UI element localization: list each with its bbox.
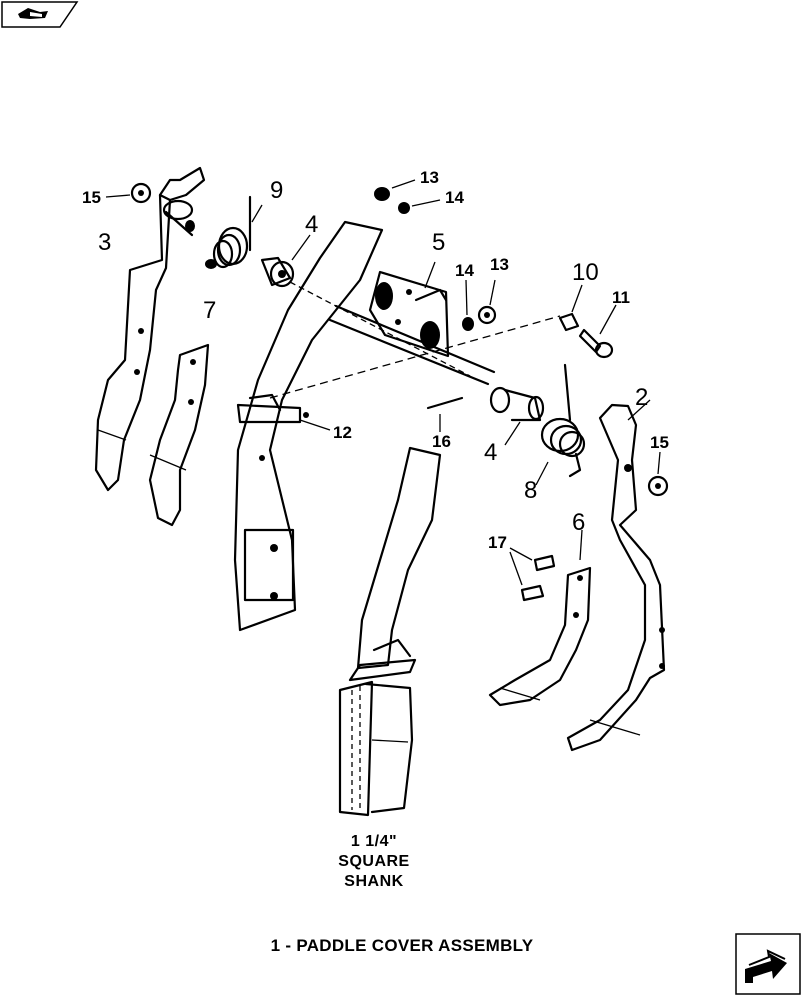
diagram-caption: 1 - PADDLE COVER ASSEMBLY: [270, 936, 534, 955]
callout-8: 8: [524, 477, 537, 504]
callout-4-right: 4: [484, 439, 497, 466]
shank-label-shank: SHANK: [344, 873, 403, 890]
callout-15-left: 15: [82, 188, 101, 207]
part-4-bushing-left: [260, 234, 311, 288]
callout-9: 9: [270, 177, 283, 204]
callout-3: 3: [98, 229, 111, 256]
part-6-paddle: [488, 529, 592, 707]
callout-14-top: 14: [445, 188, 464, 207]
part-14-washer-top: [398, 199, 441, 214]
part-8-spring: [535, 363, 586, 486]
part-16-pin: [426, 396, 464, 432]
part-2-paddle: [566, 399, 666, 752]
back-tab[interactable]: [0, 0, 80, 35]
callout-10: 10: [572, 259, 599, 286]
callout-11: 11: [612, 288, 630, 307]
part-15-washer-right: [647, 451, 669, 497]
part-3-paddle: [94, 166, 206, 492]
part-15-washer-left: [105, 182, 152, 204]
callout-7: 7: [203, 297, 216, 324]
callout-12: 12: [333, 423, 352, 442]
callout-16: 16: [432, 432, 451, 451]
part-9-spring: [205, 195, 263, 269]
callout-17: 17: [488, 533, 507, 552]
shank-label-size: 1 1/4": [351, 833, 397, 850]
parts-diagram: 15 3 7 9 4 13 14 5 14 13 10 11 12 16 4 8…: [82, 166, 669, 890]
callout-6: 6: [572, 509, 585, 536]
callout-14-mid: 14: [455, 261, 474, 280]
part-17-bolts: [509, 547, 556, 602]
part-4-bushing-right: [489, 386, 545, 446]
part-13-nut-top: [374, 179, 416, 201]
part-5-bracket: [368, 261, 450, 358]
next-page-button[interactable]: [735, 933, 801, 1000]
square-shank: [338, 446, 442, 817]
callout-13-mid: 13: [490, 255, 509, 274]
part-7-paddle: [148, 343, 210, 527]
shank-bracket: [233, 220, 384, 632]
shank-label-square: SQUARE: [338, 853, 409, 870]
part-13-nut-mid: [477, 279, 497, 325]
callout-15-right: 15: [650, 433, 669, 452]
back-arrow-icon: [1, 1, 79, 28]
callout-4-left: 4: [305, 211, 318, 238]
part-10-bushing: [558, 284, 583, 332]
part-11-bolt: [578, 304, 617, 359]
next-arrow-icon: [735, 933, 801, 995]
callout-5: 5: [432, 229, 445, 256]
callout-2: 2: [635, 384, 648, 411]
callout-13-top: 13: [420, 168, 439, 187]
part-14-washer-mid: [462, 279, 474, 331]
